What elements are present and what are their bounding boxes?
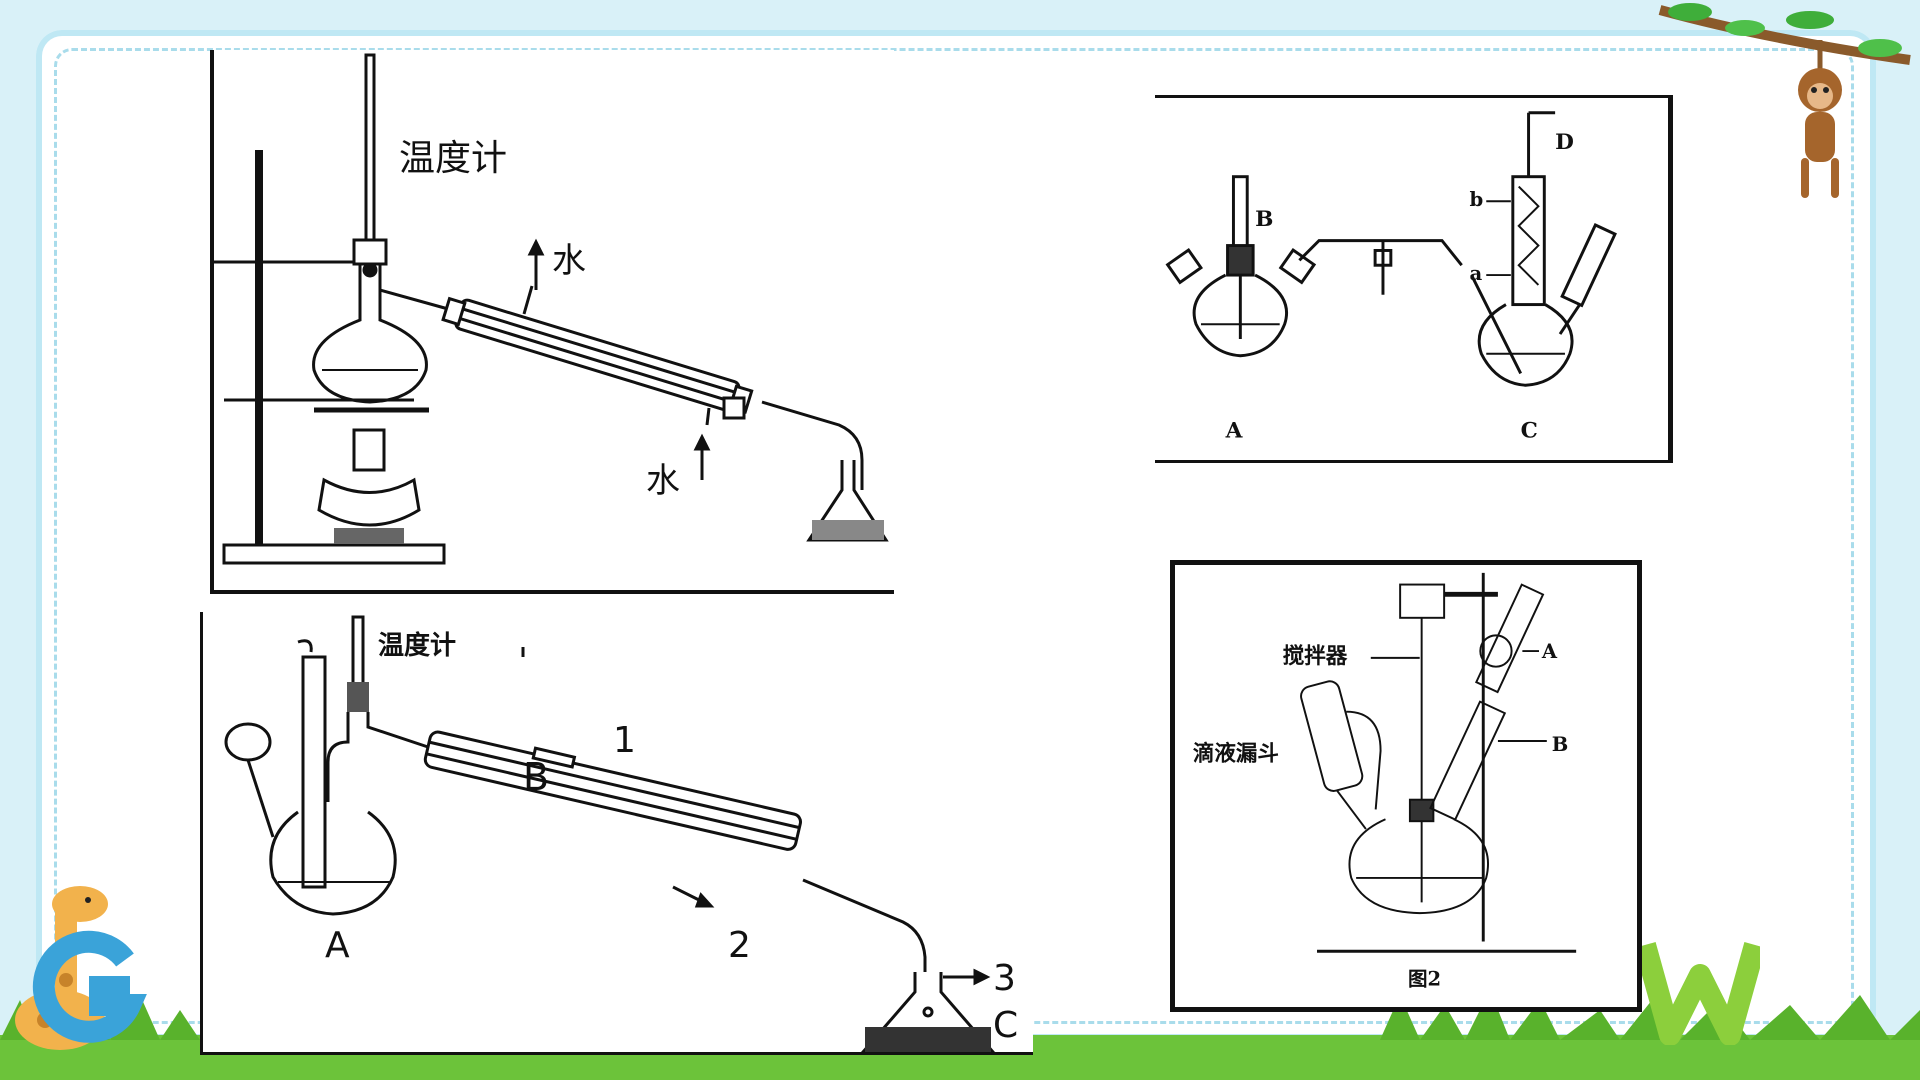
- fractional-distillation-diagram: 温度计 B 1 2 3 C A: [200, 612, 1033, 1055]
- lamp-wick: [352, 428, 386, 472]
- thermometer: [364, 53, 376, 267]
- tube-b: [1231, 175, 1249, 257]
- inlet-arrow-icon: [694, 892, 715, 908]
- side-funnel: [1560, 223, 1617, 308]
- label-b: B: [523, 755, 549, 799]
- flask-a: [269, 810, 397, 916]
- label-c: C: [993, 1005, 1018, 1046]
- stirrer-arrow: [297, 639, 313, 653]
- condenser: [441, 296, 754, 414]
- stirrer-shaft: [301, 655, 327, 889]
- water-inlet-nozzle: [705, 407, 711, 426]
- label-b-small: b: [1470, 188, 1484, 211]
- tube-b: [1429, 700, 1507, 821]
- flask-a: [1192, 273, 1289, 358]
- condenser-b: [423, 730, 802, 851]
- dropping-funnel-label: 滴液漏斗: [1193, 741, 1279, 767]
- stirrer-apparatus-diagram: 搅拌器 滴液漏斗 A B 图2: [1170, 560, 1642, 1012]
- condenser-a: [1474, 583, 1545, 694]
- label-a-small: a: [1470, 262, 1483, 285]
- neck-left-a: [1165, 247, 1204, 285]
- thermometer-label: 温度计: [378, 630, 456, 661]
- label-1: 1: [613, 720, 636, 761]
- reaction-apparatus-diagram: B A C D b a: [1155, 95, 1673, 463]
- label-a: A: [1225, 418, 1244, 443]
- label-d: D: [1555, 130, 1574, 155]
- water-out-label: 水: [552, 241, 586, 281]
- water-out-arrow-icon: [527, 238, 545, 256]
- distillation-diagram: 温度计 水 水: [210, 50, 894, 594]
- label-a: A: [1541, 640, 1558, 663]
- label-c: C: [1521, 418, 1538, 443]
- dropping-funnel: [1300, 680, 1364, 792]
- erlenmeyer-c: [861, 972, 995, 1052]
- three-neck-flask: [1348, 818, 1489, 915]
- neck-right-a: [1278, 247, 1317, 285]
- figure-caption: 图2: [1408, 967, 1441, 990]
- outlet-arrow-icon: [973, 968, 991, 986]
- label-2: 2: [728, 925, 751, 966]
- water-in-label: 水: [646, 461, 680, 501]
- letter-g-icon: [32, 930, 147, 1043]
- adapter: [761, 400, 864, 490]
- connecting-tube: [1298, 239, 1463, 267]
- water-outlet-nozzle: [522, 285, 534, 315]
- valve-a: [1479, 634, 1513, 668]
- alcohol-lamp: [317, 477, 421, 527]
- stirrer-motor: [1399, 583, 1446, 619]
- distilling-flask: [312, 264, 428, 404]
- stirrer-label: 搅拌器: [1283, 643, 1348, 669]
- monkey-icon: [1798, 40, 1842, 198]
- branch-icon: [1658, 3, 1911, 65]
- flask-c: [1477, 303, 1574, 387]
- label-b: B: [1255, 207, 1273, 232]
- letter-w-icon: [1640, 942, 1760, 1045]
- fractionating-column: [326, 712, 350, 802]
- label-b: B: [1552, 733, 1569, 756]
- stand-base: [222, 543, 446, 565]
- label-a: A: [325, 925, 350, 966]
- thermometer-label: 温度计: [399, 138, 507, 179]
- label-3: 3: [993, 958, 1016, 999]
- water-in-arrow-icon: [693, 433, 711, 451]
- side-funnel: [224, 722, 272, 762]
